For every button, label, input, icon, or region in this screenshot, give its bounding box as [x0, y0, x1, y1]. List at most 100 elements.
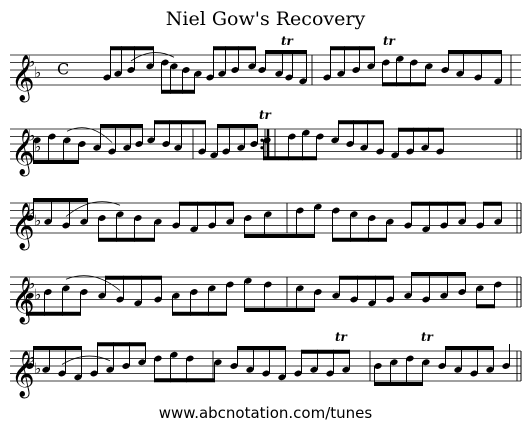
staff-system-3: 𝄞♭♭: [10, 198, 522, 251]
beam: [33, 346, 82, 350]
beam: [382, 82, 426, 87]
note-head: [368, 215, 376, 221]
treble-clef-icon: 𝄞: [11, 55, 35, 103]
beam: [411, 272, 466, 276]
flat-b-icon: ♭: [28, 126, 35, 144]
beam: [332, 237, 387, 242]
flat-e-icon: ♭: [34, 138, 41, 156]
note-head: [114, 70, 122, 77]
note-head: [231, 67, 239, 73]
note-head: [186, 355, 194, 362]
flat-b-icon: ♭: [28, 52, 35, 70]
note-head: [406, 148, 414, 155]
note-head: [78, 141, 86, 147]
note-head: [391, 152, 399, 159]
note-head: [194, 70, 202, 77]
note-head: [474, 74, 482, 81]
note-head: [161, 59, 169, 66]
treble-clef-icon: 𝄞: [11, 351, 35, 399]
note-head: [172, 292, 180, 299]
note-head: [294, 370, 302, 377]
note-head: [222, 148, 230, 155]
note-head: [237, 144, 245, 151]
note-head: [458, 289, 466, 295]
trill-marking: tr: [335, 330, 349, 344]
note-head: [352, 67, 360, 73]
note-head: [146, 63, 154, 70]
beam: [244, 234, 315, 238]
note-head: [440, 292, 448, 299]
note-head: [182, 67, 190, 73]
beam: [476, 304, 495, 309]
note-head: [422, 226, 430, 233]
note-head: [476, 222, 484, 229]
note-head: [422, 296, 430, 303]
note-head: [494, 218, 502, 225]
tune-title: Niel Gow's Recovery: [165, 8, 366, 30]
note-head: [190, 226, 198, 233]
note-head: [296, 207, 304, 214]
note-head: [172, 222, 180, 229]
note-head: [440, 222, 448, 229]
note-head: [244, 215, 252, 221]
beam: [265, 50, 307, 54]
note-head: [93, 144, 101, 151]
flat-e-icon: ♭: [34, 286, 41, 304]
beam: [33, 160, 79, 164]
note-head: [226, 218, 234, 225]
note-head: [134, 300, 142, 307]
note-head: [360, 144, 368, 151]
beam: [301, 349, 350, 354]
note-head: [218, 70, 226, 77]
beam: [105, 275, 162, 280]
beam: [330, 46, 375, 51]
note-head: [63, 137, 71, 144]
beam: [154, 378, 215, 383]
note-head: [494, 281, 502, 288]
note-head: [174, 144, 182, 151]
beam: [411, 201, 466, 206]
note-head: [470, 370, 478, 377]
beam: [110, 46, 154, 51]
note-head: [58, 370, 66, 377]
flat-b-icon: ♭: [28, 348, 35, 366]
note-head: [367, 63, 375, 70]
slur: [130, 52, 175, 62]
note-head: [147, 137, 155, 144]
note-head: [206, 74, 214, 81]
note-head: [275, 70, 283, 77]
note-head: [198, 148, 206, 155]
beam: [338, 120, 384, 125]
beam: [483, 201, 502, 206]
staff-system-2: 𝄞♭♭tr: [10, 108, 522, 177]
note-head: [246, 366, 254, 373]
beam: [213, 46, 256, 51]
note-head: [106, 366, 114, 373]
treble-clef-icon: 𝄞: [11, 203, 35, 251]
note-head: [494, 78, 502, 85]
note-head: [386, 296, 394, 303]
note-head: [374, 363, 382, 369]
flat-e-icon: ♭: [34, 360, 41, 378]
note-head: [26, 215, 34, 221]
beam: [172, 311, 227, 316]
trill-marking: tr: [421, 330, 435, 344]
note-head: [422, 359, 430, 366]
beam: [97, 342, 146, 347]
beam: [33, 198, 88, 202]
trill-marking: tr: [281, 34, 295, 48]
note-head: [382, 59, 390, 66]
note-head: [337, 70, 345, 77]
note-head: [350, 296, 358, 303]
beam: [100, 124, 143, 128]
note-head: [438, 363, 446, 369]
note-head: [138, 359, 146, 366]
beam: [339, 275, 394, 280]
note-head: [288, 133, 296, 140]
note-head: [123, 144, 131, 151]
note-head: [323, 74, 331, 81]
beam: [244, 308, 315, 312]
note-head: [314, 289, 322, 295]
